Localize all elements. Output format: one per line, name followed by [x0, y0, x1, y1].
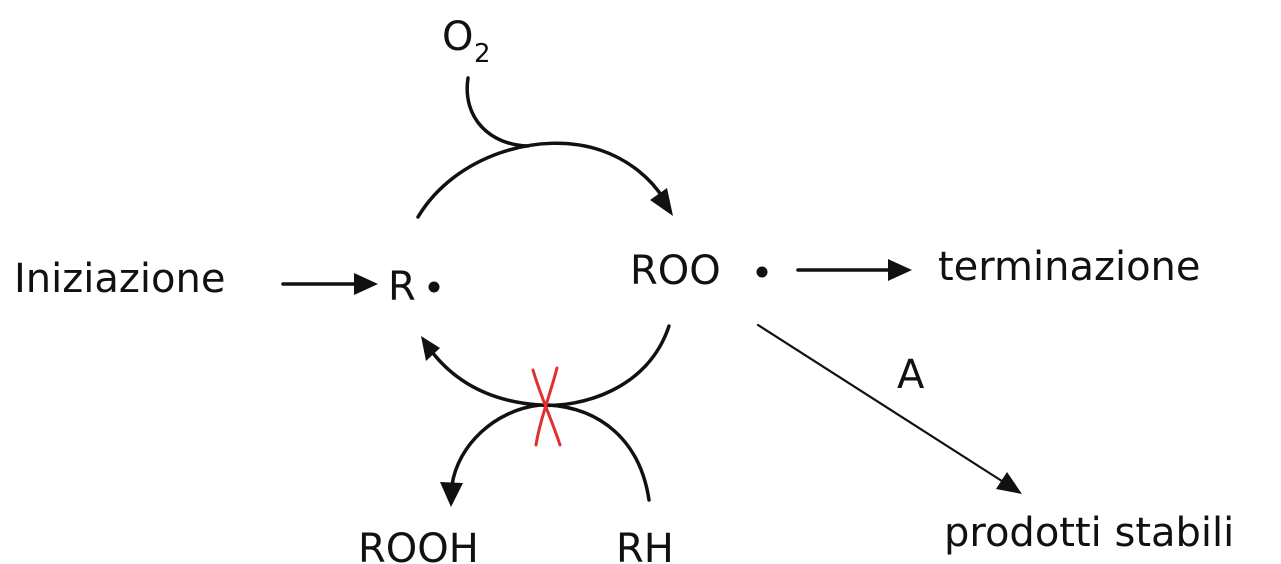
iniziazione-label: Iniziazione: [14, 256, 225, 302]
rooh-label: ROOH: [358, 526, 479, 564]
cross-mark-icon: [531, 366, 562, 447]
diagonal-arrow-line: [756, 323, 1007, 485]
o2-main: O: [442, 14, 473, 60]
prodotti-stabili-label: prodotti stabili: [944, 510, 1234, 556]
terminazione-arrowhead: [888, 259, 912, 281]
top-arc-r-to-roo: [416, 141, 665, 219]
label-a: A: [897, 352, 925, 398]
rh-label: RH: [616, 526, 674, 564]
curve-from-rh: [546, 403, 651, 502]
rooh-arrowhead: [440, 482, 463, 507]
o2-incoming-curve: [465, 76, 530, 148]
r-radical-label: R: [388, 264, 416, 310]
diagonal-arrowhead: [996, 472, 1022, 494]
bottom-arc-arrowhead: [421, 336, 440, 361]
o2-subscript: 2: [474, 39, 491, 69]
roo-radical-label: ROO: [630, 248, 721, 294]
top-arc-arrowhead: [650, 188, 673, 216]
o2-label: O 2: [442, 14, 491, 69]
terminazione-label: terminazione: [938, 244, 1201, 290]
iniziazione-arrowhead: [354, 273, 378, 295]
roo-radical-dot-icon: [756, 266, 768, 278]
curve-to-rooh: [450, 403, 542, 487]
r-radical-dot-icon: [428, 281, 440, 293]
